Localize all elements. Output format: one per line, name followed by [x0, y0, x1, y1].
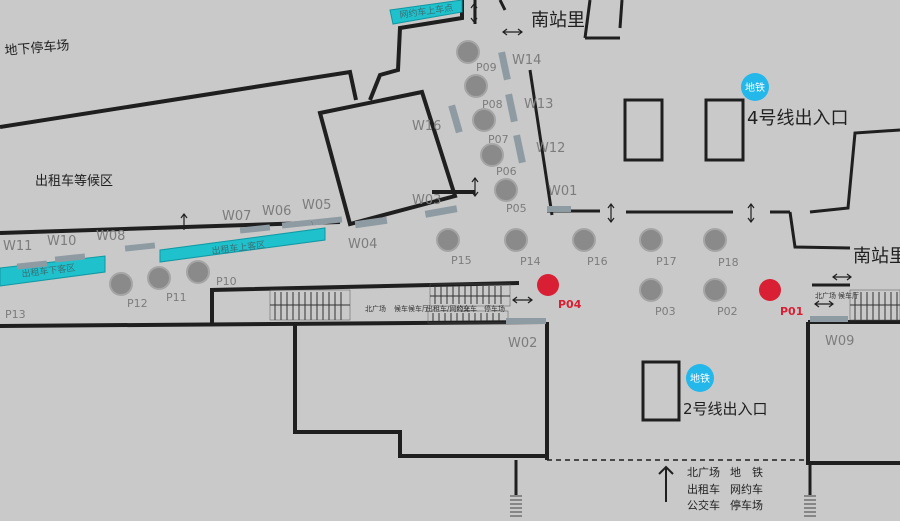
north-arrow — [658, 465, 674, 502]
gate-label: W10 — [47, 234, 76, 249]
sign-text: 北广场 — [815, 291, 836, 300]
alert-marker-p04[interactable] — [537, 274, 559, 296]
alert-label-p04: P04 — [558, 298, 582, 311]
gate-label: W11 — [3, 239, 32, 254]
gate-label: W08 — [96, 229, 125, 244]
gate-bars — [16, 51, 848, 324]
stair-icons — [510, 495, 816, 517]
pillar-label: P07 — [488, 133, 509, 146]
pillar-label: P10 — [216, 275, 237, 288]
south-station-right-label: 南站里 — [853, 246, 900, 267]
legend-item: 地 铁 — [730, 466, 763, 479]
gate-label: W12 — [536, 141, 565, 156]
pillar-label: P02 — [717, 305, 738, 318]
underground-parking-label: 地下停车场 — [4, 37, 70, 59]
sign-text: 候车厅 — [838, 291, 859, 300]
metro-badges: 地铁 地铁 — [686, 73, 769, 392]
taxi-waiting-label: 出租车等候区 — [35, 173, 113, 189]
pillar-label: P11 — [166, 291, 187, 304]
bike-racks — [269, 283, 900, 324]
zone-top-pickup — [389, 0, 463, 25]
zone-taxi-board — [159, 227, 326, 263]
legend: 北广场 地 铁 出租车 网约车 公交车 停车场 — [687, 465, 763, 512]
sign-text: 停车场 — [484, 304, 505, 313]
legend-item: 网约车 — [730, 482, 763, 496]
sign-text: 公交车 — [456, 304, 477, 313]
gate-label: W16 — [412, 119, 441, 134]
pillars — [109, 40, 781, 302]
gate-label: W05 — [302, 198, 331, 213]
pillar-label: P15 — [451, 254, 472, 267]
pillar-labels: P02 P03 P05 P06 P07 P08 P09 P10 P11 P12 … — [5, 61, 803, 321]
gate-label: W09 — [825, 334, 854, 349]
sign-text: 北广场 — [365, 304, 386, 313]
gate-label: W07 — [222, 209, 251, 224]
gate-label: W04 — [348, 237, 377, 252]
line4-entrance-label: 4号线出入口 — [747, 108, 848, 129]
direction-arrows — [180, 3, 852, 502]
pillar-label: P14 — [520, 255, 541, 268]
pillar-label: P16 — [587, 255, 608, 268]
legend-item: 停车场 — [730, 498, 763, 512]
legend-item: 出租车 — [687, 482, 720, 496]
metro-badge-text: 地铁 — [690, 372, 710, 385]
legend-item: 公交车 — [687, 498, 720, 512]
line2-entrance-label: 2号线出入口 — [683, 400, 768, 418]
pillar-label: P06 — [496, 165, 517, 178]
gate-label: W06 — [262, 204, 291, 219]
gate-label: W13 — [524, 97, 553, 112]
south-station-top-label: 南站里 — [531, 10, 585, 31]
pillar-label: P05 — [506, 202, 527, 215]
pillar-label: P18 — [718, 256, 739, 269]
gate-label: W14 — [512, 53, 541, 68]
gate-label: W03 — [412, 193, 441, 208]
area-labels: 地下停车场 出租车等候区 南站里 南站里 4号线出入口 2号线出入口 — [4, 10, 900, 418]
metro-badge-text: 地铁 — [745, 81, 765, 94]
pillar-label: P03 — [655, 305, 676, 318]
signs: 北广场 候车候车厅 出租车/网约车 公交车 停车场 北广场 候车厅 — [365, 291, 859, 313]
pillar-label: P13 — [5, 308, 26, 321]
sign-text: 出租车/网约车 — [426, 304, 470, 313]
metro-icon — [741, 73, 769, 101]
gate-label: W01 — [548, 184, 577, 199]
sign-text: 候车候车厅 — [394, 304, 429, 313]
alert-marker-p01[interactable] — [759, 279, 781, 301]
legend-item: 北广场 — [687, 465, 720, 479]
zones: 网约车上车点 出租车上客区 出租车下客区 — [0, 0, 463, 287]
gate-label: W02 — [508, 336, 537, 351]
metro-icon — [686, 364, 714, 392]
pillar-label: P17 — [656, 255, 677, 268]
pillar-label: P08 — [482, 98, 503, 111]
gate-labels: W01 W02 W03 W04 W05 W06 W07 W08 W09 W10 … — [3, 53, 854, 351]
alert-label-p01: P01 — [780, 305, 803, 318]
pillar-label: P09 — [476, 61, 497, 74]
pillar-label: P12 — [127, 297, 148, 310]
